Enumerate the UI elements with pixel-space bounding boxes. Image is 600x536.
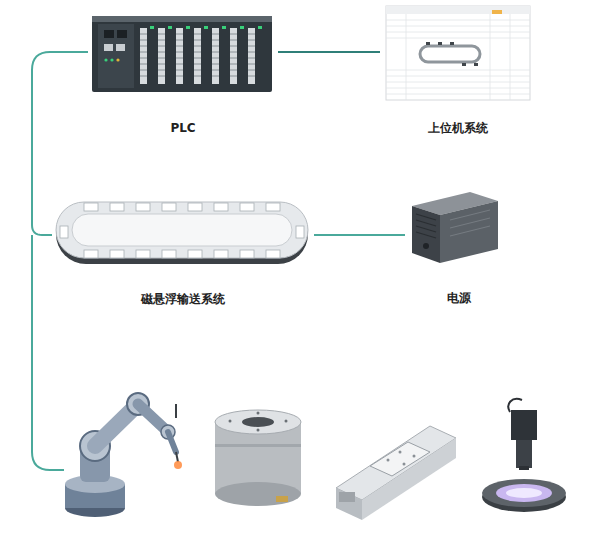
rotary-table-illustration bbox=[215, 410, 301, 506]
host-screen-illustration bbox=[386, 6, 530, 100]
plc-illustration bbox=[92, 16, 272, 92]
node-label: 上位机系统 bbox=[380, 120, 536, 136]
vision-camera-illustration bbox=[482, 399, 566, 512]
connector-line bbox=[314, 234, 405, 236]
node-label: PLC bbox=[88, 120, 278, 136]
linear-stage-illustration bbox=[336, 426, 456, 520]
power-supply-illustration bbox=[412, 192, 498, 263]
signal-wire bbox=[32, 235, 64, 470]
plc-node: PLC bbox=[88, 8, 278, 136]
node-label: 电源 bbox=[405, 290, 513, 306]
power-node: 电源 bbox=[405, 188, 513, 306]
conveyor-illustration bbox=[56, 202, 308, 264]
connector-line bbox=[278, 51, 380, 53]
conveyor-node: 磁悬浮输送系统 bbox=[52, 195, 314, 307]
robot-arm-illustration bbox=[65, 393, 182, 517]
connector-line bbox=[32, 52, 88, 235]
host-system-node: 上位机系统 bbox=[380, 2, 536, 136]
node-label: 磁悬浮输送系统 bbox=[52, 291, 314, 307]
